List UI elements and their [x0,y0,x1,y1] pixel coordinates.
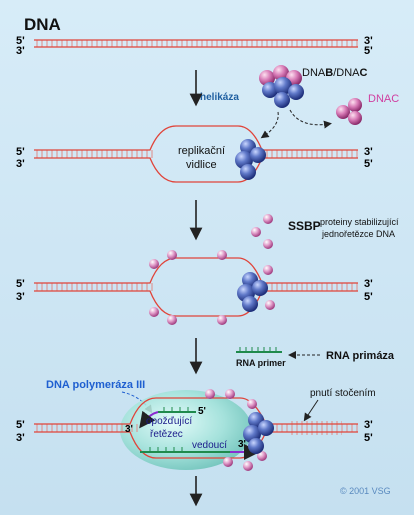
helicase-on-fork [235,139,266,180]
s4-3-right: 3' [364,419,373,431]
lagging-arrow [139,410,159,429]
lagging-label-1: opožďující [146,416,192,427]
complex-label: DNAB/DNAC [302,67,367,79]
dnac-label: DNAC [368,93,399,105]
s4-3-left: 3' [16,432,25,444]
lagging-label-2: řetězec [150,429,183,440]
helicase-dashed-arrow [260,111,279,139]
s2-5-left: 5' [16,146,25,158]
lag-5-label: 5' [198,406,206,417]
s4-5-left: 5' [16,419,25,431]
supercoiling-arrow [303,399,319,422]
ssbp-proteins-free [251,214,273,249]
leading-label: vedoucí [192,440,227,451]
supercoiling-label: pnutí stočením [310,388,376,399]
helicase-stage4 [243,412,274,454]
fork-label-2: vidlice [186,159,217,171]
lagging-primer [158,407,196,413]
ssbp-desc-2: jednořetězce DNA [321,229,395,239]
s2-5-right: 5' [364,158,373,170]
s3-3-right: 3' [364,278,373,290]
polymerase-body [120,390,252,470]
s3-5-left: 5' [16,278,25,290]
ssbp-label: SSBP [288,219,321,233]
s3-5-right: 5' [364,291,373,303]
dnac-dashed-arrow [289,109,332,129]
s1-3-right: 3' [364,35,373,47]
s4-5-right: 5' [364,432,373,444]
s1-3-left: 3' [16,45,25,57]
copyright: © 2001 VSG [340,486,391,496]
rna-primer-label: RNA primer [236,358,286,368]
helicase-stage3 [237,272,268,312]
leading-strand [140,444,260,460]
rna-primase-label: RNA primáza [326,350,395,362]
fork-label-1: replikační [178,145,225,157]
rna-primer-icon [236,347,282,353]
title: DNA [24,15,61,34]
dnac-protein [336,98,362,125]
s3-3-left: 3' [16,291,25,303]
polymerase-label: DNA polymeráza III [46,379,145,391]
stage3-fork: 5' 3' 3' 5' [16,257,373,317]
lag-3-label: 3' [125,424,133,435]
stage2-fork: 5' 3' 3' 5' [16,125,373,183]
ssbp-bound-stage3 [149,250,275,325]
s1-5-left: 5' [16,35,25,47]
lead-3-label: 3' [238,439,246,450]
s1-5-right: 5' [364,45,373,57]
s2-3-right: 3' [364,146,373,158]
helicase-label: helikáza [200,92,239,103]
ssbp-bound-stage4 [205,389,267,471]
dnab-dnac-complex [259,65,304,108]
stage1-duplex: 5' 3' 3' 5' [16,35,373,57]
ssbp-desc-1: proteiny stabilizující [320,217,399,227]
s2-3-left: 3' [16,158,25,170]
